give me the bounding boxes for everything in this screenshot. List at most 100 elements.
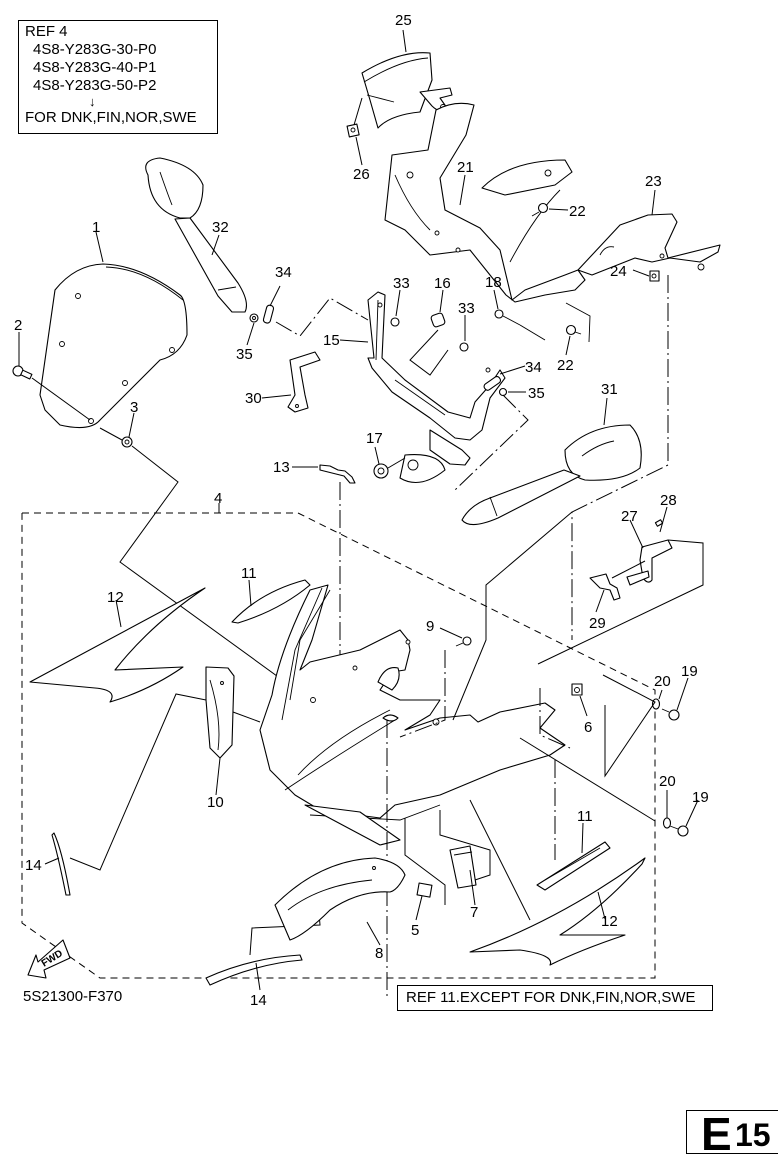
- leader-18: [493, 289, 499, 310]
- nut-mirror-right: [498, 387, 508, 397]
- callout-9: 9: [426, 618, 434, 635]
- page-tag-letter: E: [701, 1110, 732, 1154]
- callout-19-lower: 19: [692, 789, 709, 806]
- leader-29: [595, 589, 605, 613]
- callout-11-upper: 11: [241, 565, 257, 582]
- leader-32: [211, 234, 220, 256]
- ref-4-heading: REF 4: [25, 23, 68, 40]
- leader-7: [469, 869, 476, 906]
- damper-small: [654, 519, 664, 527]
- callout-25: 25: [395, 12, 412, 29]
- screw-locate: [31, 377, 91, 421]
- assembly-4-boundary: [21, 512, 656, 979]
- leader-26a: [353, 97, 363, 126]
- callout-28: 28: [660, 492, 677, 509]
- ref-4-part-number: 4S8-Y283G-50-P2: [33, 77, 157, 94]
- washer-lower: [662, 817, 672, 829]
- drawing-number: 5S21300-F370: [23, 988, 123, 1005]
- nut-locate-a: [99, 427, 123, 441]
- bolt-locate: [519, 324, 546, 341]
- stay-frame: [537, 539, 704, 665]
- callout-13: 13: [273, 459, 290, 476]
- page-tag-number: 15: [735, 1117, 771, 1153]
- leader-14-edge: [44, 857, 60, 865]
- leader-11-lower: [581, 822, 584, 854]
- callout-27: 27: [621, 508, 638, 525]
- graphic-lower: [536, 841, 611, 891]
- leader-15: [339, 339, 369, 343]
- cowling-stay: [367, 291, 506, 484]
- callout-6: 6: [584, 719, 592, 736]
- side-panel: [205, 666, 235, 759]
- panel-link: [69, 693, 207, 871]
- side-cover: [274, 857, 406, 941]
- inner-panel: [384, 102, 586, 303]
- callout-5: 5: [411, 922, 419, 939]
- callout-34-right: 34: [525, 359, 542, 376]
- ref-4-part-number: 4S8-Y283G-40-P1: [33, 59, 157, 76]
- callout-labels: 1 2 3 4 5 6 7 8 9 10 11 11 12 12 13 14 1…: [14, 12, 709, 1009]
- graphic-link: [469, 799, 531, 921]
- damper-stay: [373, 463, 389, 479]
- callout-16: 16: [434, 275, 451, 292]
- callout-4: 4: [214, 490, 222, 507]
- callout-34-left: 34: [275, 264, 292, 281]
- leader-24: [632, 269, 650, 277]
- callout-20-upper: 20: [654, 673, 671, 690]
- molding: [319, 464, 356, 484]
- leader-30: [261, 394, 292, 399]
- callout-11-lower: 11: [577, 808, 593, 825]
- screw: [455, 636, 472, 647]
- callout-35-left: 35: [236, 346, 253, 363]
- ref-4-applies-to: FOR DNK,FIN,NOR,SWE: [25, 109, 197, 126]
- leader-35-left: [246, 322, 255, 346]
- leader-28: [659, 506, 668, 533]
- callout-14-bottom: 14: [250, 992, 267, 1009]
- screw-lower: [565, 324, 582, 336]
- windshield-screw: [12, 365, 33, 380]
- callout-26: 26: [353, 166, 370, 183]
- leader-31: [603, 397, 608, 426]
- callout-3: 3: [130, 399, 138, 416]
- nut: [571, 683, 583, 696]
- callout-32: 32: [212, 219, 229, 236]
- callout-29: 29: [589, 615, 606, 632]
- callout-12-right: 12: [601, 913, 618, 930]
- leader-34-right: [499, 365, 526, 375]
- stay: [626, 539, 673, 586]
- callout-12-left: 12: [107, 589, 124, 606]
- ref-4-part-number: 4S8-Y283G-30-P0: [33, 41, 157, 58]
- stay-3: [287, 351, 321, 413]
- bolt-lower: [669, 825, 689, 837]
- leader-9: [439, 627, 463, 639]
- down-arrow-icon: ↓: [89, 94, 96, 109]
- damper-locate: [387, 457, 406, 469]
- nut-locate-6: [539, 688, 571, 749]
- leader-22-lower: [565, 335, 571, 356]
- stay-locate: [452, 511, 573, 721]
- mirror-right-locate: [571, 275, 669, 640]
- fwd-arrow-icon: FWD: [27, 939, 71, 979]
- molding-edge: [51, 832, 71, 896]
- damper-frame: [439, 810, 491, 881]
- callout-31: 31: [601, 381, 618, 398]
- callout-20-lower: 20: [659, 773, 676, 790]
- rear-view-mirror-left: [145, 157, 247, 313]
- callout-33-left: 33: [393, 275, 410, 292]
- grommet: [430, 312, 446, 328]
- screw-upper: [531, 202, 549, 217]
- callout-35-right: 35: [528, 385, 545, 402]
- leader-10: [215, 757, 221, 796]
- leader-17: [374, 446, 380, 465]
- molding-bottom: [205, 954, 303, 986]
- nut-clip: [649, 270, 660, 282]
- callout-17: 17: [366, 430, 383, 447]
- leader-6: [579, 695, 588, 717]
- callout-33-right: 33: [458, 300, 475, 317]
- bolt-upper: [661, 708, 680, 721]
- callout-30: 30: [245, 390, 262, 407]
- leader-26: [355, 136, 363, 166]
- stay-2: [589, 573, 621, 601]
- leader-8: [366, 921, 381, 946]
